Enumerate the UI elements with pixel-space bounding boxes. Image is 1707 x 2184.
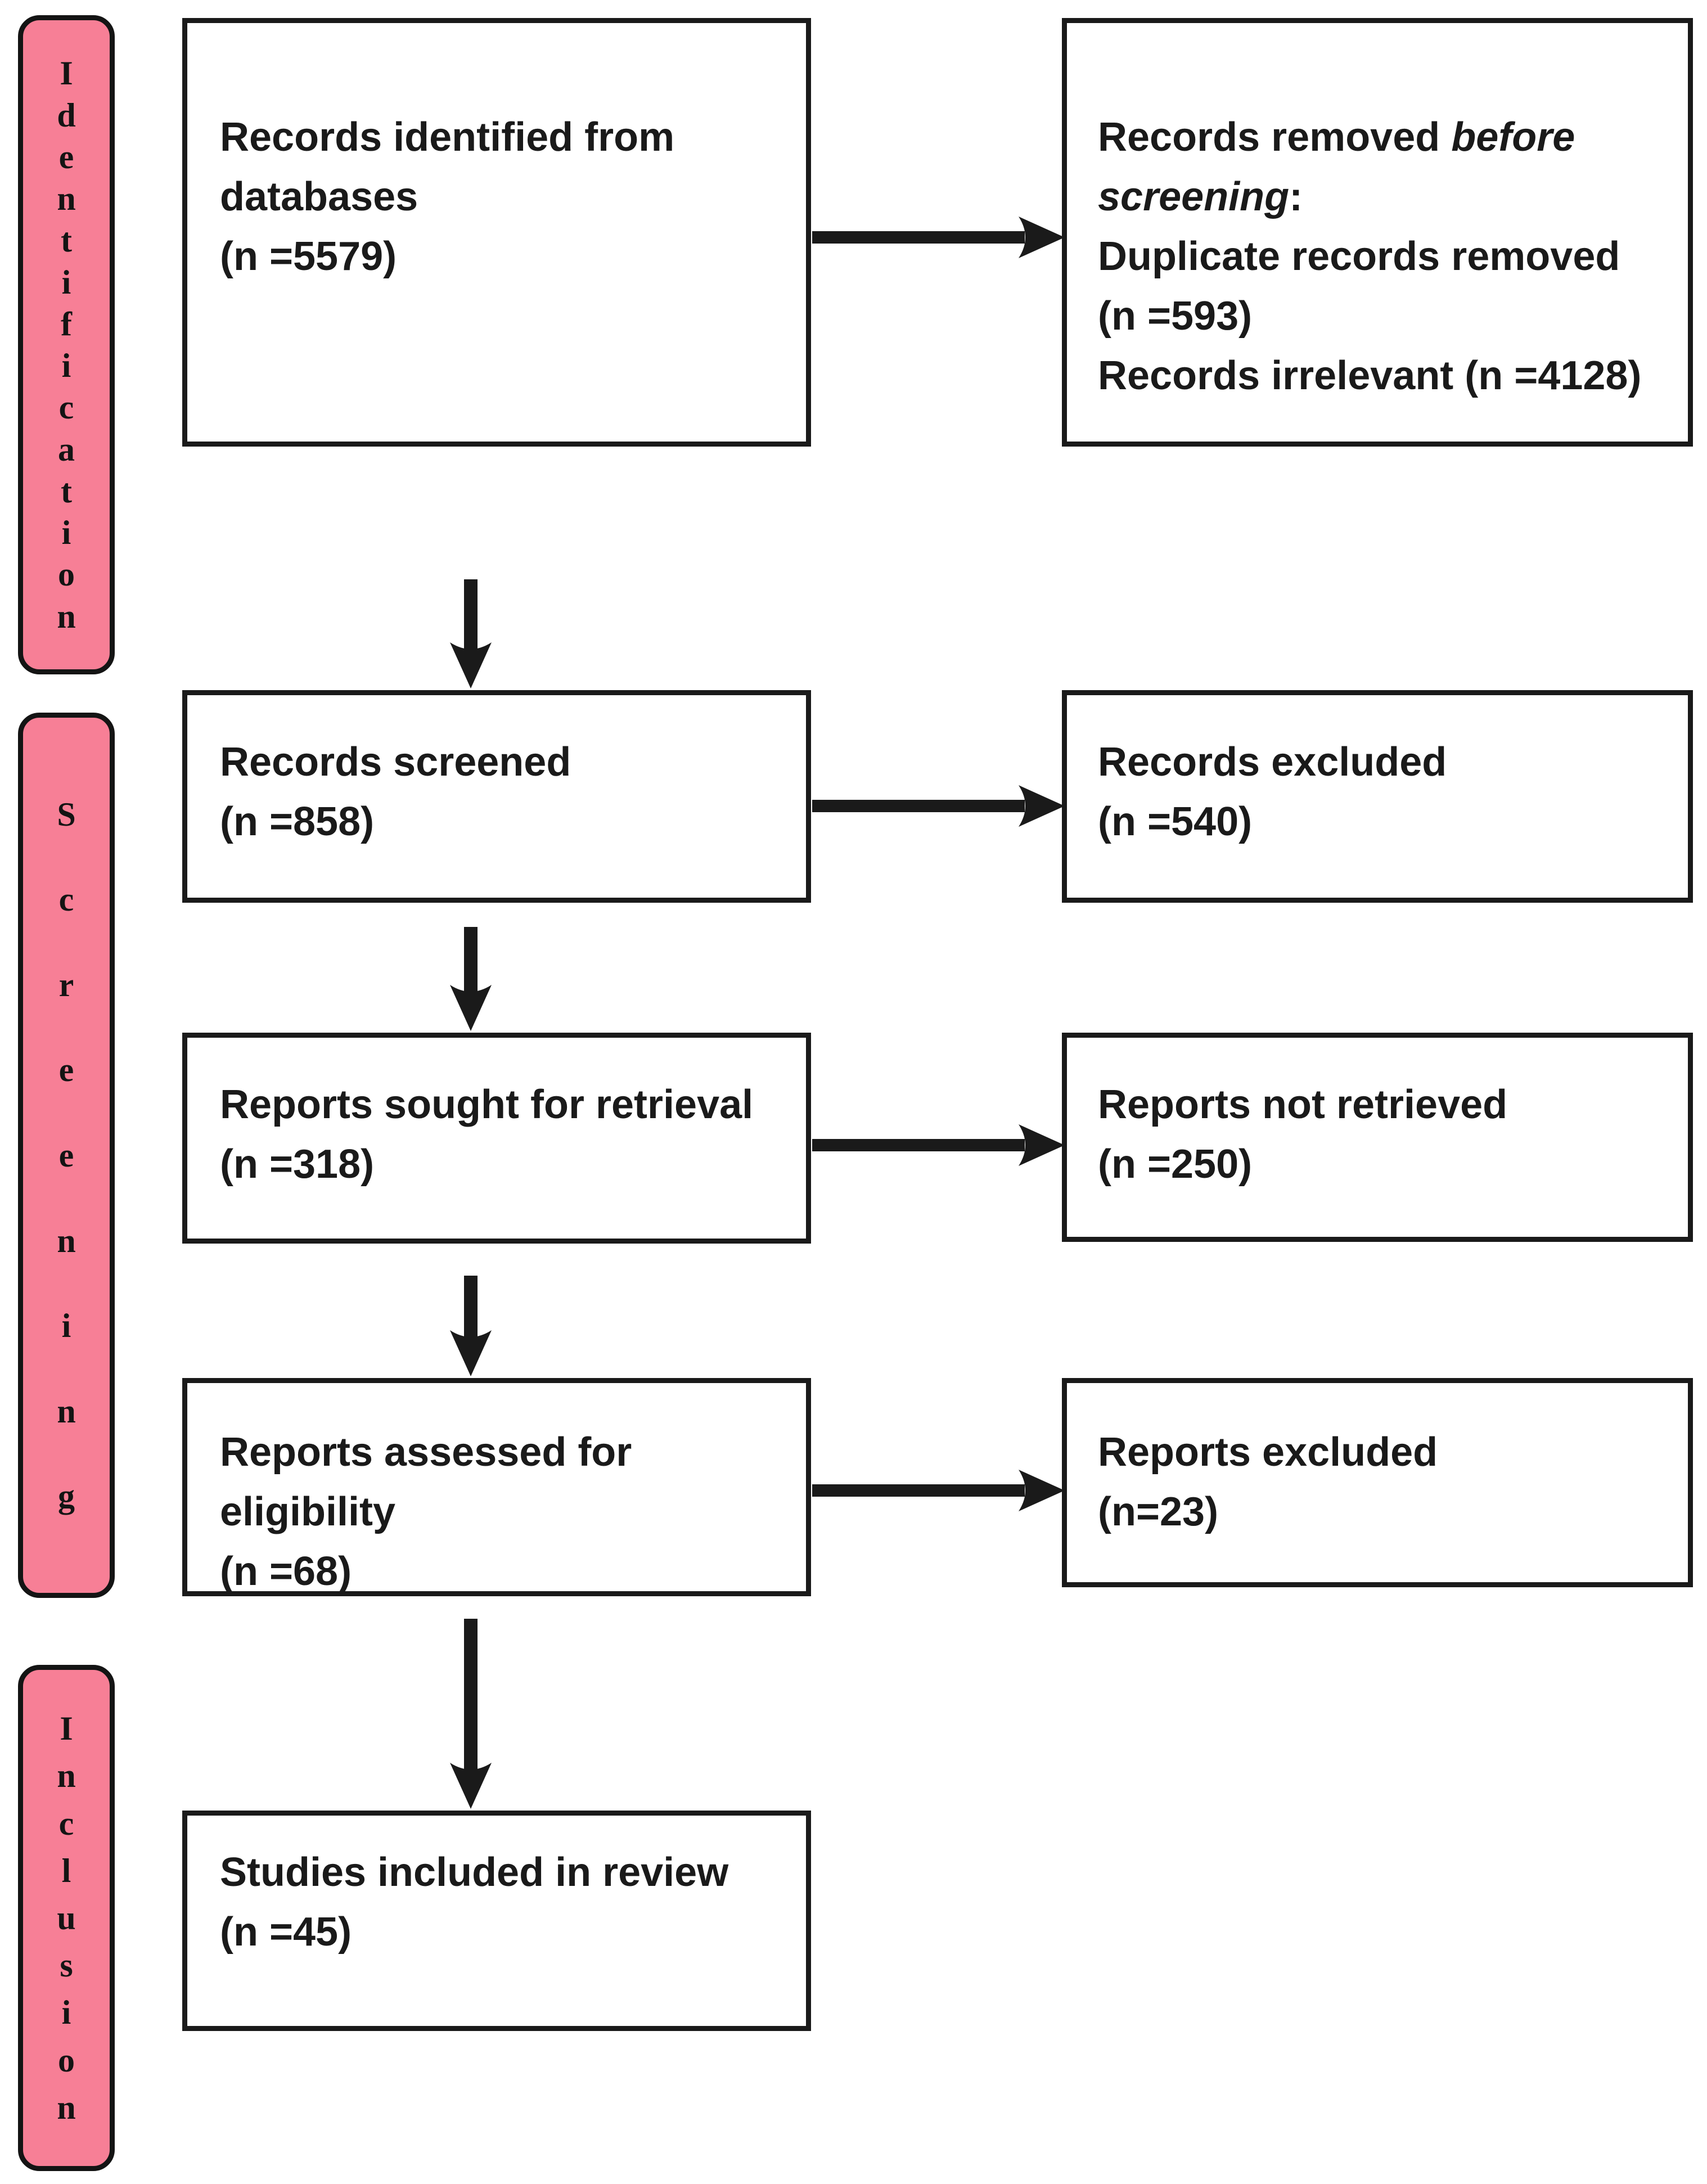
box-reports-sought: Reports sought for retrieval (n =318) (182, 1033, 811, 1244)
box-studies-included-count: (n =45) (220, 1910, 352, 1955)
stage-label-letter: n (57, 597, 76, 635)
box-records-removed-title-suffix: : (1289, 174, 1303, 219)
box-reports-assessed-count: (n =68) (220, 1549, 352, 1594)
stage-label-letter: n (57, 2088, 76, 2126)
stage-label-letter: i (61, 1307, 71, 1345)
stage-label-letter: a (58, 430, 75, 468)
stage-label-letter: e (58, 1136, 74, 1174)
box-records-removed-line-irrelevant: Records irrelevant (n =4128) (1098, 353, 1642, 398)
box-records-identified-count: (n =5579) (220, 234, 397, 279)
stage-label-letter: r (58, 966, 74, 1003)
down-arrow-screened-to-sought (450, 927, 492, 1031)
box-records-excluded: Records excluded (n =540) (1062, 690, 1693, 903)
box-records-removed: Records removed before screening: Duplic… (1062, 18, 1693, 447)
stage-label-letter: n (57, 1392, 76, 1430)
stage-label-letter: n (57, 180, 76, 218)
stage-label-letter: i (61, 514, 71, 552)
box-records-screened-title: Records screened (220, 740, 571, 785)
stage-label-letter: s (60, 1947, 73, 1984)
stage-label-letter: c (58, 1804, 74, 1842)
stage-label-letter: c (58, 881, 74, 918)
stage-label-letter: o (58, 2041, 75, 2079)
box-records-excluded-title: Records excluded (1098, 740, 1447, 785)
box-reports-assessed-title: Reports assessed for eligibility (220, 1430, 632, 1534)
box-records-removed-title-prefix: Records removed (1098, 115, 1452, 160)
box-reports-excluded-count: (n=23) (1098, 1489, 1219, 1534)
box-records-screened: Records screened (n =858) (182, 690, 811, 903)
down-arrow-assessed-to-included (450, 1619, 492, 1809)
box-reports-not-retrieved: Reports not retrieved (n =250) (1062, 1033, 1693, 1242)
stage-label-letter: S (57, 795, 76, 833)
stage-label-letter: e (58, 1051, 74, 1089)
box-records-identified: Records identified from databases (n =55… (182, 18, 811, 447)
stage-label-letter: I (60, 55, 73, 92)
stage-label-letter: u (57, 1899, 76, 1937)
box-reports-not-retrieved-count: (n =250) (1098, 1142, 1253, 1187)
stage-label-letter: t (61, 472, 72, 510)
stage-label-letter: f (61, 305, 72, 343)
stage-label-letter: d (57, 96, 76, 134)
stage-label-letter: c (58, 389, 74, 426)
right-arrow-assessed-to-excluded (812, 1470, 1065, 1511)
stage-label-letter: l (61, 1852, 71, 1889)
box-records-screened-count: (n =858) (220, 799, 375, 844)
box-studies-included-title: Studies included in review (220, 1850, 729, 1895)
stage-label-letter: I (60, 1710, 73, 1748)
box-reports-sought-count: (n =318) (220, 1142, 375, 1187)
right-arrow-identified-to-removed (812, 217, 1065, 258)
stage-label-letter: n (57, 1757, 76, 1795)
stage-label-letter: i (61, 347, 71, 385)
box-reports-excluded: Reports excluded (n=23) (1062, 1378, 1693, 1587)
box-records-identified-title: Records identified from databases (220, 115, 675, 219)
box-reports-sought-title: Reports sought for retrieval (220, 1082, 754, 1127)
stage-label-letter: i (61, 1994, 71, 2032)
box-records-removed-title-italic: before screening (1098, 115, 1575, 219)
box-studies-included: Studies included in review (n =45) (182, 1811, 811, 2031)
box-reports-assessed: Reports assessed for eligibility (n =68) (182, 1378, 811, 1596)
box-reports-excluded-title: Reports excluded (1098, 1430, 1438, 1475)
down-arrow-identified-to-screened (450, 579, 492, 688)
down-arrow-sought-to-assessed (450, 1276, 492, 1376)
stage-label-letter: e (58, 138, 74, 175)
box-records-removed-line-duplicates-count: (n =593) (1098, 294, 1253, 339)
box-records-excluded-count: (n =540) (1098, 799, 1253, 844)
stage-label-letter: i (61, 263, 71, 301)
box-records-removed-title: Records removed before screening: (1098, 107, 1671, 227)
right-arrow-screened-to-excluded (812, 785, 1065, 827)
box-reports-not-retrieved-title: Reports not retrieved (1098, 1082, 1508, 1127)
stage-label-letter: o (58, 556, 75, 593)
right-arrow-sought-to-not-retrieved (812, 1124, 1065, 1166)
stage-label-letter: t (61, 222, 72, 259)
stage-label-letter: g (58, 1478, 75, 1515)
box-records-removed-line-duplicates: Duplicate records removed (1098, 234, 1620, 279)
stage-label-letter: n (57, 1222, 76, 1259)
